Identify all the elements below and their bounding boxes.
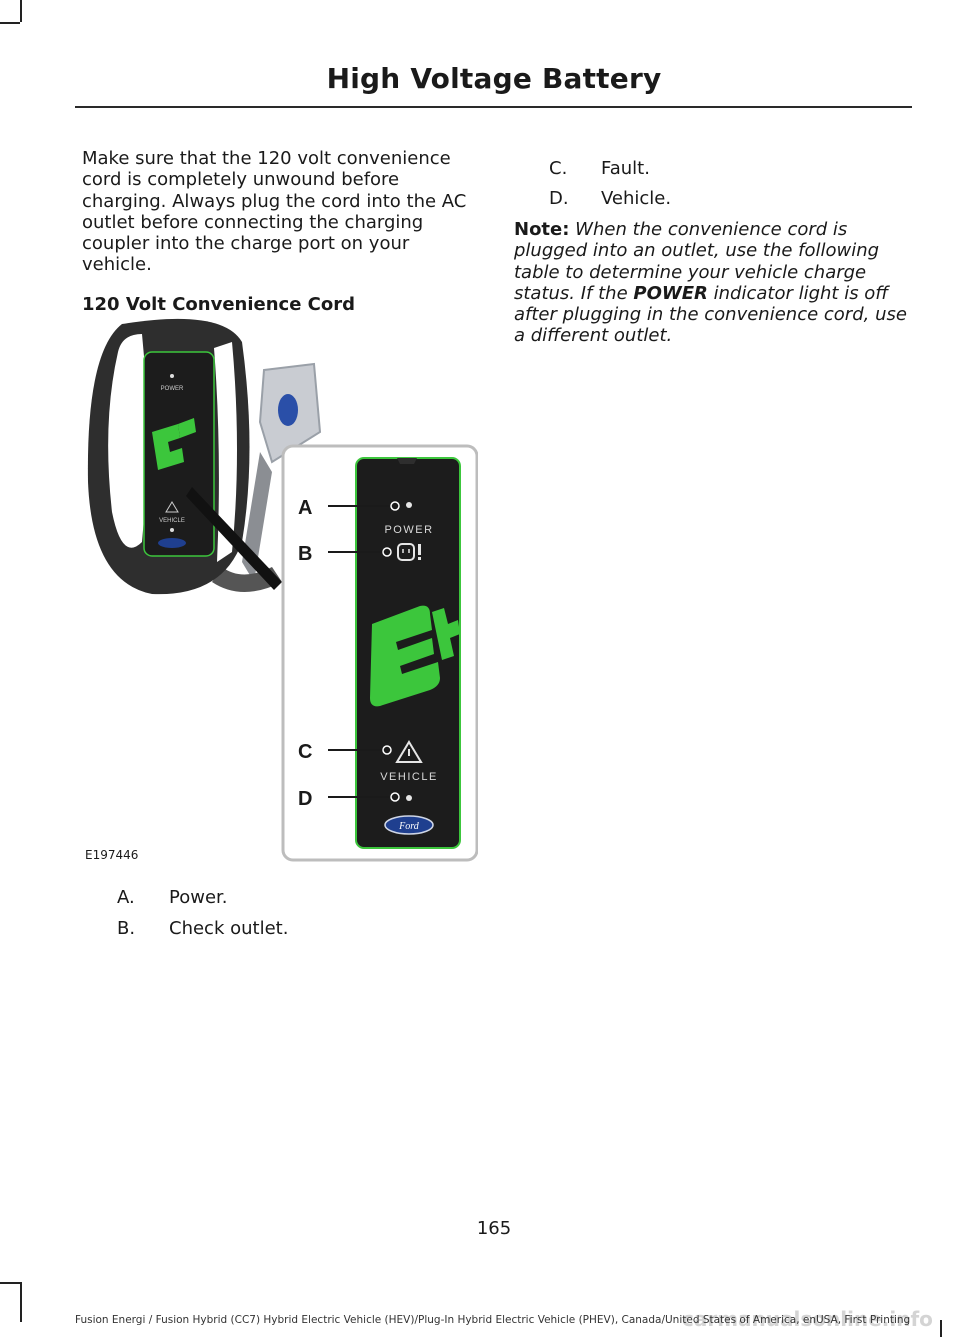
small-power-label: POWER	[161, 386, 184, 392]
footer-text: Fusion Energi / Fusion Hybrid (CC7) Hybr…	[75, 1314, 911, 1326]
callout-d: D	[298, 788, 400, 810]
note-paragraph: Note: When the convenience cord is plugg…	[514, 219, 907, 347]
section-heading: 120 Volt Convenience Cord	[82, 293, 356, 315]
crop-mark	[0, 22, 20, 24]
ford-logo-text: Ford	[398, 821, 420, 832]
page-title: High Voltage Battery	[326, 62, 662, 95]
crop-mark	[940, 1320, 942, 1337]
callout-a: A	[298, 497, 400, 519]
svg-text:C: C	[298, 741, 312, 763]
check-outlet-icon	[397, 543, 421, 561]
watermark: carmanualsonline.info	[682, 1307, 933, 1331]
power-label: POWER	[384, 524, 433, 536]
svg-text:B: B	[298, 543, 312, 565]
vehicle-label: VEHICLE	[380, 771, 438, 783]
callout-c: C	[298, 741, 392, 763]
ev-charge-icon	[370, 605, 460, 707]
figure-code: E197446	[85, 848, 139, 862]
header-divider	[75, 106, 912, 108]
crop-mark	[20, 1282, 22, 1322]
svg-text:D: D	[298, 788, 312, 810]
callout-b: B	[298, 543, 392, 565]
page-number: 165	[476, 1218, 512, 1239]
svg-text:A: A	[298, 497, 312, 519]
cord-handle: POWER VEHICLE	[87, 318, 282, 595]
intro-paragraph: Make sure that the 120 volt convenience …	[82, 148, 467, 276]
left-column: Make sure that the 120 volt convenience …	[82, 148, 478, 315]
right-column: Note: When the convenience cord is plugg…	[514, 219, 912, 347]
charger-illustration: POWER VEHICLE POWER	[87, 318, 479, 862]
charging-coupler	[212, 362, 322, 592]
small-vehicle-label: VEHICLE	[159, 518, 185, 524]
crop-mark	[0, 1282, 20, 1284]
crop-mark	[20, 0, 22, 22]
ford-logo	[384, 815, 434, 835]
fault-warning-icon	[395, 740, 423, 763]
convenience-cord-figure: POWER VEHICLE POWER	[82, 312, 479, 864]
